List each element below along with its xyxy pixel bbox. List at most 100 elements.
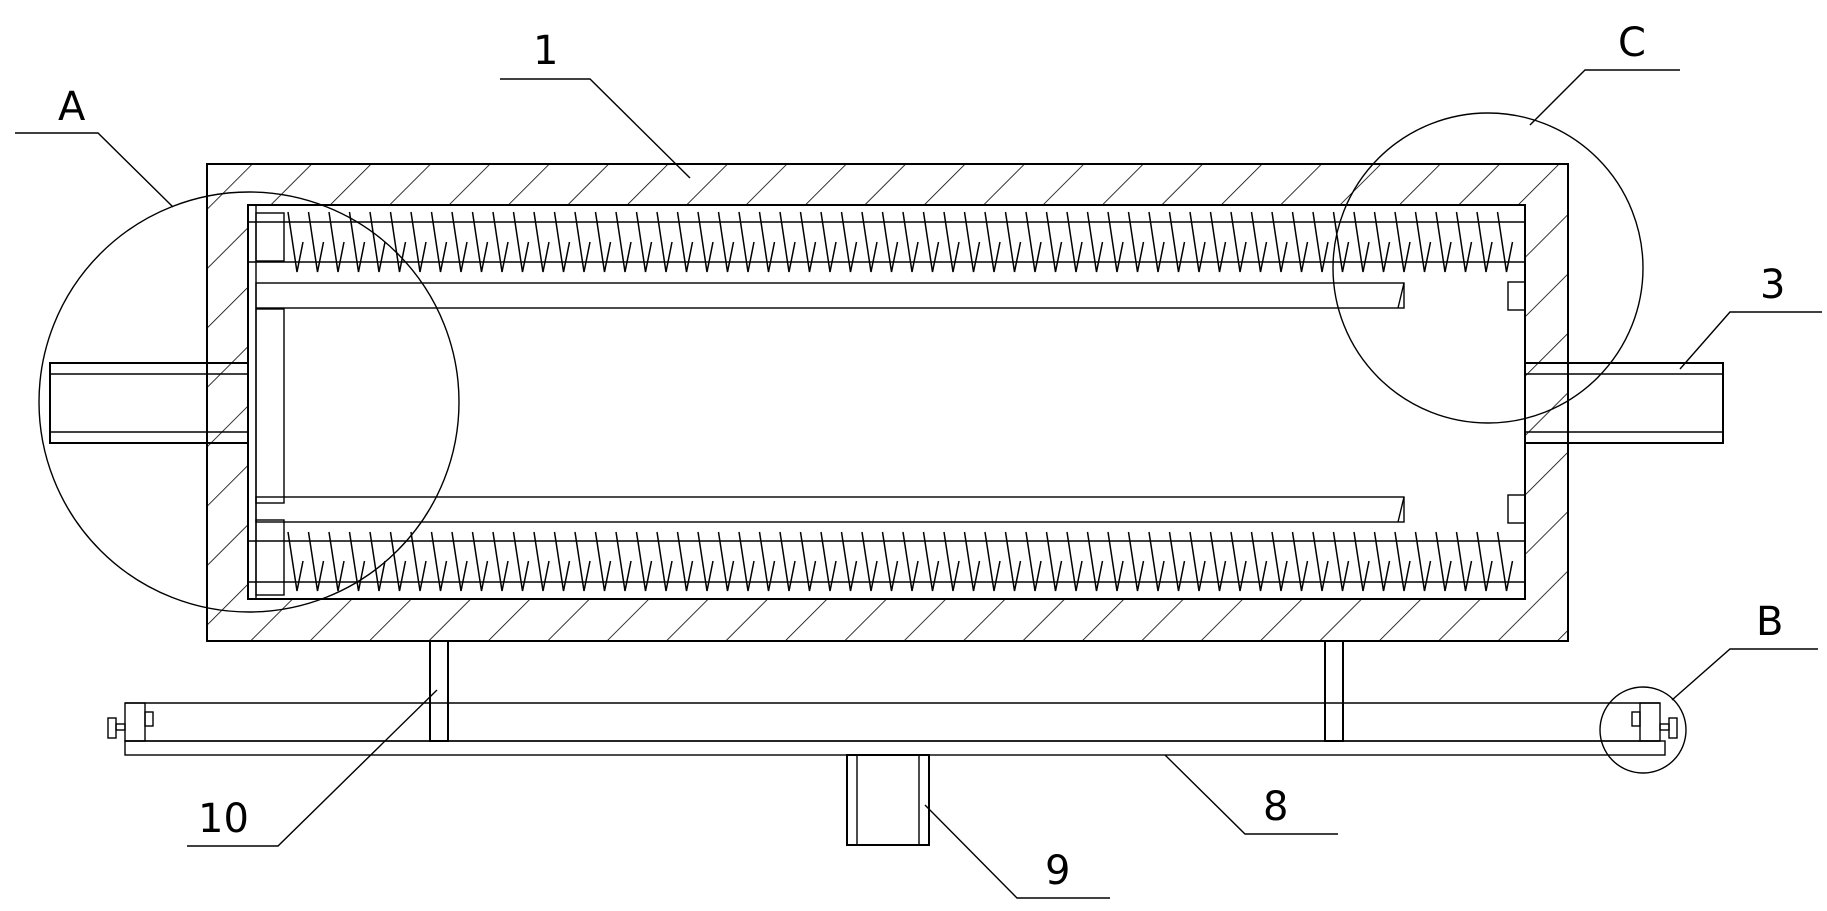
- spring-coil: [1414, 211, 1432, 273]
- spring-coil: [1250, 531, 1268, 592]
- spring-coil: [758, 531, 776, 592]
- spring-coil: [1455, 531, 1473, 592]
- detail-circle-c: [1332, 112, 1644, 424]
- spring-coil: [1332, 531, 1350, 592]
- spring-coil: [697, 211, 714, 273]
- spring-coil: [1455, 211, 1473, 273]
- lower-rails: [248, 494, 1526, 583]
- detail-circle-b: [1599, 686, 1687, 774]
- spring-coil: [348, 211, 366, 273]
- spring-coil: [533, 211, 550, 273]
- lower-stop-block: [1507, 494, 1526, 524]
- spring-coil: [799, 211, 817, 273]
- spring-coil: [1312, 531, 1329, 592]
- spring-coil: [287, 531, 304, 592]
- spring-coil: [1271, 531, 1288, 592]
- upper-spring: [287, 211, 1514, 273]
- spring-coil: [799, 531, 817, 592]
- spring-coil: [451, 211, 468, 273]
- spring-coil: [1025, 531, 1042, 592]
- label-1: 1: [533, 28, 558, 74]
- spring-coil: [1148, 211, 1165, 273]
- leader-9: [924, 804, 1110, 899]
- spring-coil: [984, 531, 1001, 592]
- spring-coil: [1045, 531, 1063, 592]
- spring-coil: [615, 211, 632, 273]
- label-c: C: [1618, 20, 1646, 66]
- label-3: 3: [1760, 262, 1785, 308]
- spring-coil: [881, 211, 899, 273]
- spring-coil: [1209, 531, 1227, 592]
- spring-coil: [840, 211, 858, 273]
- spring-coil: [717, 531, 735, 592]
- label-10: 10: [198, 796, 249, 842]
- spring-coil: [1066, 531, 1083, 592]
- spring-coil: [963, 211, 981, 273]
- spring-coil: [902, 211, 919, 273]
- spring-coil: [430, 531, 448, 592]
- spring-coil: [512, 531, 530, 592]
- spring-coil: [1332, 211, 1350, 273]
- spring-coil: [471, 211, 489, 273]
- right-shaft: [1524, 362, 1724, 444]
- support-legs: [429, 640, 1344, 742]
- spring-coil: [348, 531, 366, 592]
- spring-coil: [779, 211, 796, 273]
- leader-10: [187, 689, 438, 847]
- spring-coil: [922, 531, 940, 592]
- spring-coil: [861, 211, 878, 273]
- spring-coil: [430, 211, 448, 273]
- spring-coil: [840, 531, 858, 592]
- spring-coil: [1291, 531, 1309, 592]
- spring-coil: [1230, 211, 1247, 273]
- spring-coil: [574, 211, 591, 273]
- spring-coil: [451, 531, 468, 592]
- spring-coil: [594, 531, 612, 592]
- spring-coil: [738, 211, 755, 273]
- spring-coil: [553, 211, 571, 273]
- spring-coil: [410, 531, 427, 592]
- spring-coil: [656, 211, 673, 273]
- spring-coil: [963, 531, 981, 592]
- spring-coil: [1476, 531, 1493, 592]
- spring-coil: [615, 531, 632, 592]
- label-9: 9: [1045, 848, 1070, 894]
- spring-coil: [902, 531, 919, 592]
- leader-8: [1164, 754, 1338, 835]
- base-assembly: [107, 702, 1678, 756]
- spring-coil: [1004, 211, 1022, 273]
- spring-coil: [1271, 211, 1288, 273]
- leader-lines: [15, 69, 1822, 899]
- spring-coil: [1373, 211, 1391, 273]
- spring-coil: [1353, 211, 1370, 273]
- spring-coil: [369, 531, 386, 592]
- spring-coil: [553, 531, 571, 592]
- spring-coil: [1476, 211, 1493, 273]
- label-8: 8: [1263, 784, 1288, 830]
- spring-coil: [1168, 531, 1186, 592]
- spring-coil: [635, 211, 653, 273]
- upper-rails: [248, 221, 1526, 311]
- spring-coil: [574, 531, 591, 592]
- spring-coil: [1045, 211, 1063, 273]
- spring-coil: [717, 211, 735, 273]
- upper-stop-block: [1507, 281, 1526, 311]
- leader-c: [1529, 69, 1680, 126]
- spring-coil: [1435, 531, 1452, 592]
- spring-coil: [1086, 211, 1104, 273]
- spring-coil: [820, 211, 837, 273]
- leader-1: [500, 78, 691, 179]
- spring-coil: [1189, 211, 1206, 273]
- spring-coil: [922, 211, 940, 273]
- spring-coil: [1394, 211, 1411, 273]
- spring-coil: [943, 531, 960, 592]
- leader-3: [1679, 311, 1822, 370]
- left-shaft: [49, 362, 249, 444]
- spring-coil: [984, 211, 1001, 273]
- spring-coil: [492, 211, 509, 273]
- spring-coil: [676, 211, 694, 273]
- housing-outer-outline: [206, 163, 1569, 642]
- spring-coil: [1312, 211, 1329, 273]
- spring-coil: [1353, 531, 1370, 592]
- spring-coil: [287, 211, 304, 273]
